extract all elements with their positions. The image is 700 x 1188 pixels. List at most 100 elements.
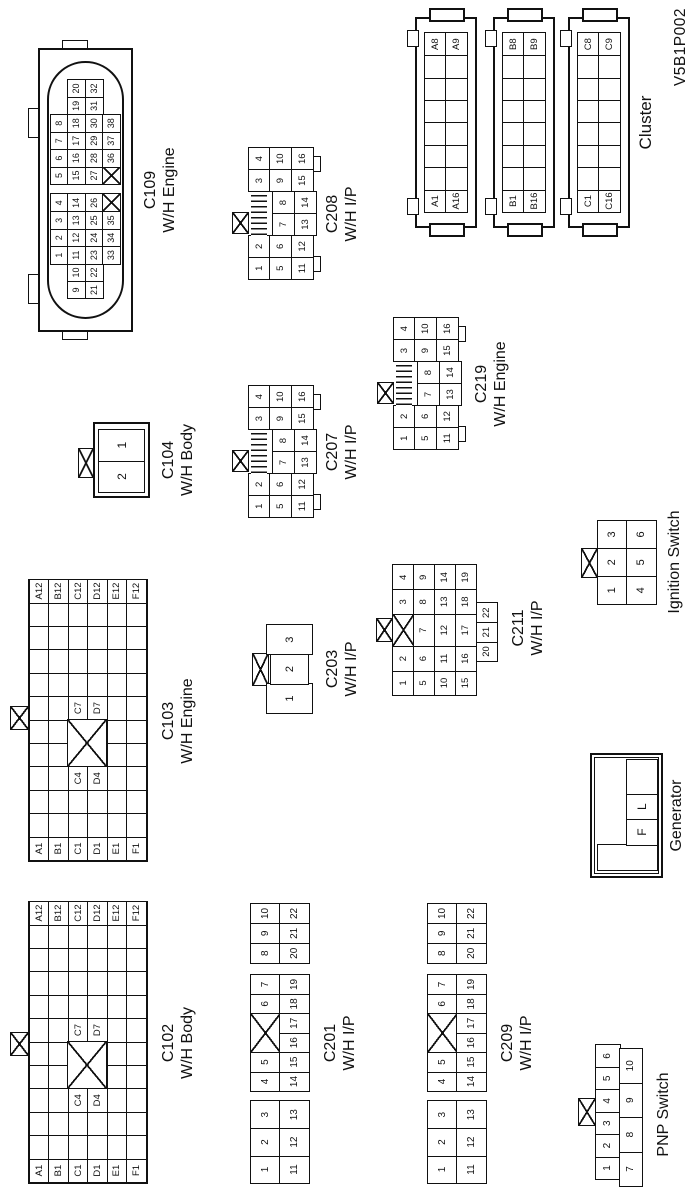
pin-cell: 14 [433,564,457,591]
pin-cell: D4 [87,1087,109,1113]
connector-id: C219 [473,364,490,404]
pin-cell [87,1134,109,1160]
pin-cell [126,789,148,815]
pin-cell [29,812,50,838]
pin-cell [126,648,148,674]
pin-cell [102,96,121,115]
pin-cell: 13 [293,212,317,237]
connector-id: Cluster [636,95,655,150]
pin-cell: 10 [269,384,293,409]
pin-cell: 11 [67,245,87,265]
pin-cell [106,672,128,698]
housing-tab [407,198,419,215]
pin-cell: 14 [293,428,317,453]
pin-cell: 22 [456,902,488,925]
pin-cell: 19 [456,973,488,995]
connector-label: C203 W/H I/P [324,589,362,749]
pin-cell: 11 [290,256,314,280]
pin-cell [50,263,69,282]
pin-cell: 9 [269,406,293,431]
pin-cell [445,76,469,101]
pin-cell [445,166,469,191]
pin-cell: E12 [106,578,128,604]
connector-label: C201 W/H I/P [322,902,360,1184]
pin-cell: B1 [48,1158,70,1183]
pin-cell: 13 [293,450,317,475]
pin-cell: B16 [523,189,547,213]
housing-end-cap [429,8,465,22]
pin-cell: B1 [48,836,70,861]
pin-cell [250,1012,281,1054]
pin-cell [48,765,70,791]
pin-cell: 10 [269,146,293,171]
pin-cell: F [626,818,658,846]
connector-id: Generator [668,779,685,852]
pin-cell: D7 [87,695,109,721]
pin-cell [67,994,89,1020]
pin-cell [29,672,50,698]
pin-cell: 3 [427,1100,458,1130]
connector-id: C203 [324,649,341,689]
pin-cell [106,765,128,791]
pin-cell: 30 [84,113,104,133]
pin-cell: F12 [126,900,148,926]
pin-cell: 1 [392,670,415,696]
pin-cell: 9 [619,1082,644,1119]
pin-cell: D12 [87,900,109,926]
pin-cell [29,601,50,627]
pin-cell [29,625,50,651]
pin-cell [67,625,89,651]
pin-cell: 15 [67,166,87,185]
connector-housing-inner: F L [594,757,659,874]
pin-cell: 2 [427,1127,458,1157]
pin-cell: 8 [427,942,458,964]
pin-cell: 9 [269,168,293,193]
pin-cell: 15 [456,1051,488,1073]
housing-tab [560,198,572,215]
pin-cell [29,789,50,815]
pin-cell [48,994,70,1020]
connector-label: C219 W/H Engine [473,304,511,464]
pin-cell: 6 [269,234,293,259]
pin-cell: 2 [597,547,628,578]
latch-x-icon [232,450,249,472]
pin-cell [67,601,89,627]
pin-cell: B12 [48,900,70,926]
pin-cell: 37 [102,131,122,151]
pin-cell [29,1064,50,1090]
pin-cell: 31 [84,96,104,116]
pin-cell [29,970,50,996]
pin-cell: 11 [435,426,459,450]
pin-cell: 18 [279,993,311,1015]
pin-cell: 12 [290,472,314,497]
housing-end-cap [582,8,618,22]
latch-channel-icon [251,190,267,237]
pin-cell: A12 [29,900,50,926]
pin-cell: 3 [393,338,416,363]
pin-cell [424,121,447,146]
connector-sub: W/H Body [178,1007,196,1080]
pin-cell: 14 [293,190,317,215]
pin-cell: 10 [414,316,438,341]
pin-cell: 3 [49,210,69,230]
pin-cell: 8 [619,1116,644,1153]
pin-cell [523,121,547,146]
connector-label: C103 W/H Engine [160,580,198,862]
pin-cell: 28 [84,148,104,168]
pin-cell: D1 [87,1158,109,1183]
pin-cell: 2 [595,1133,621,1158]
pin-cell: 32 [84,78,104,98]
